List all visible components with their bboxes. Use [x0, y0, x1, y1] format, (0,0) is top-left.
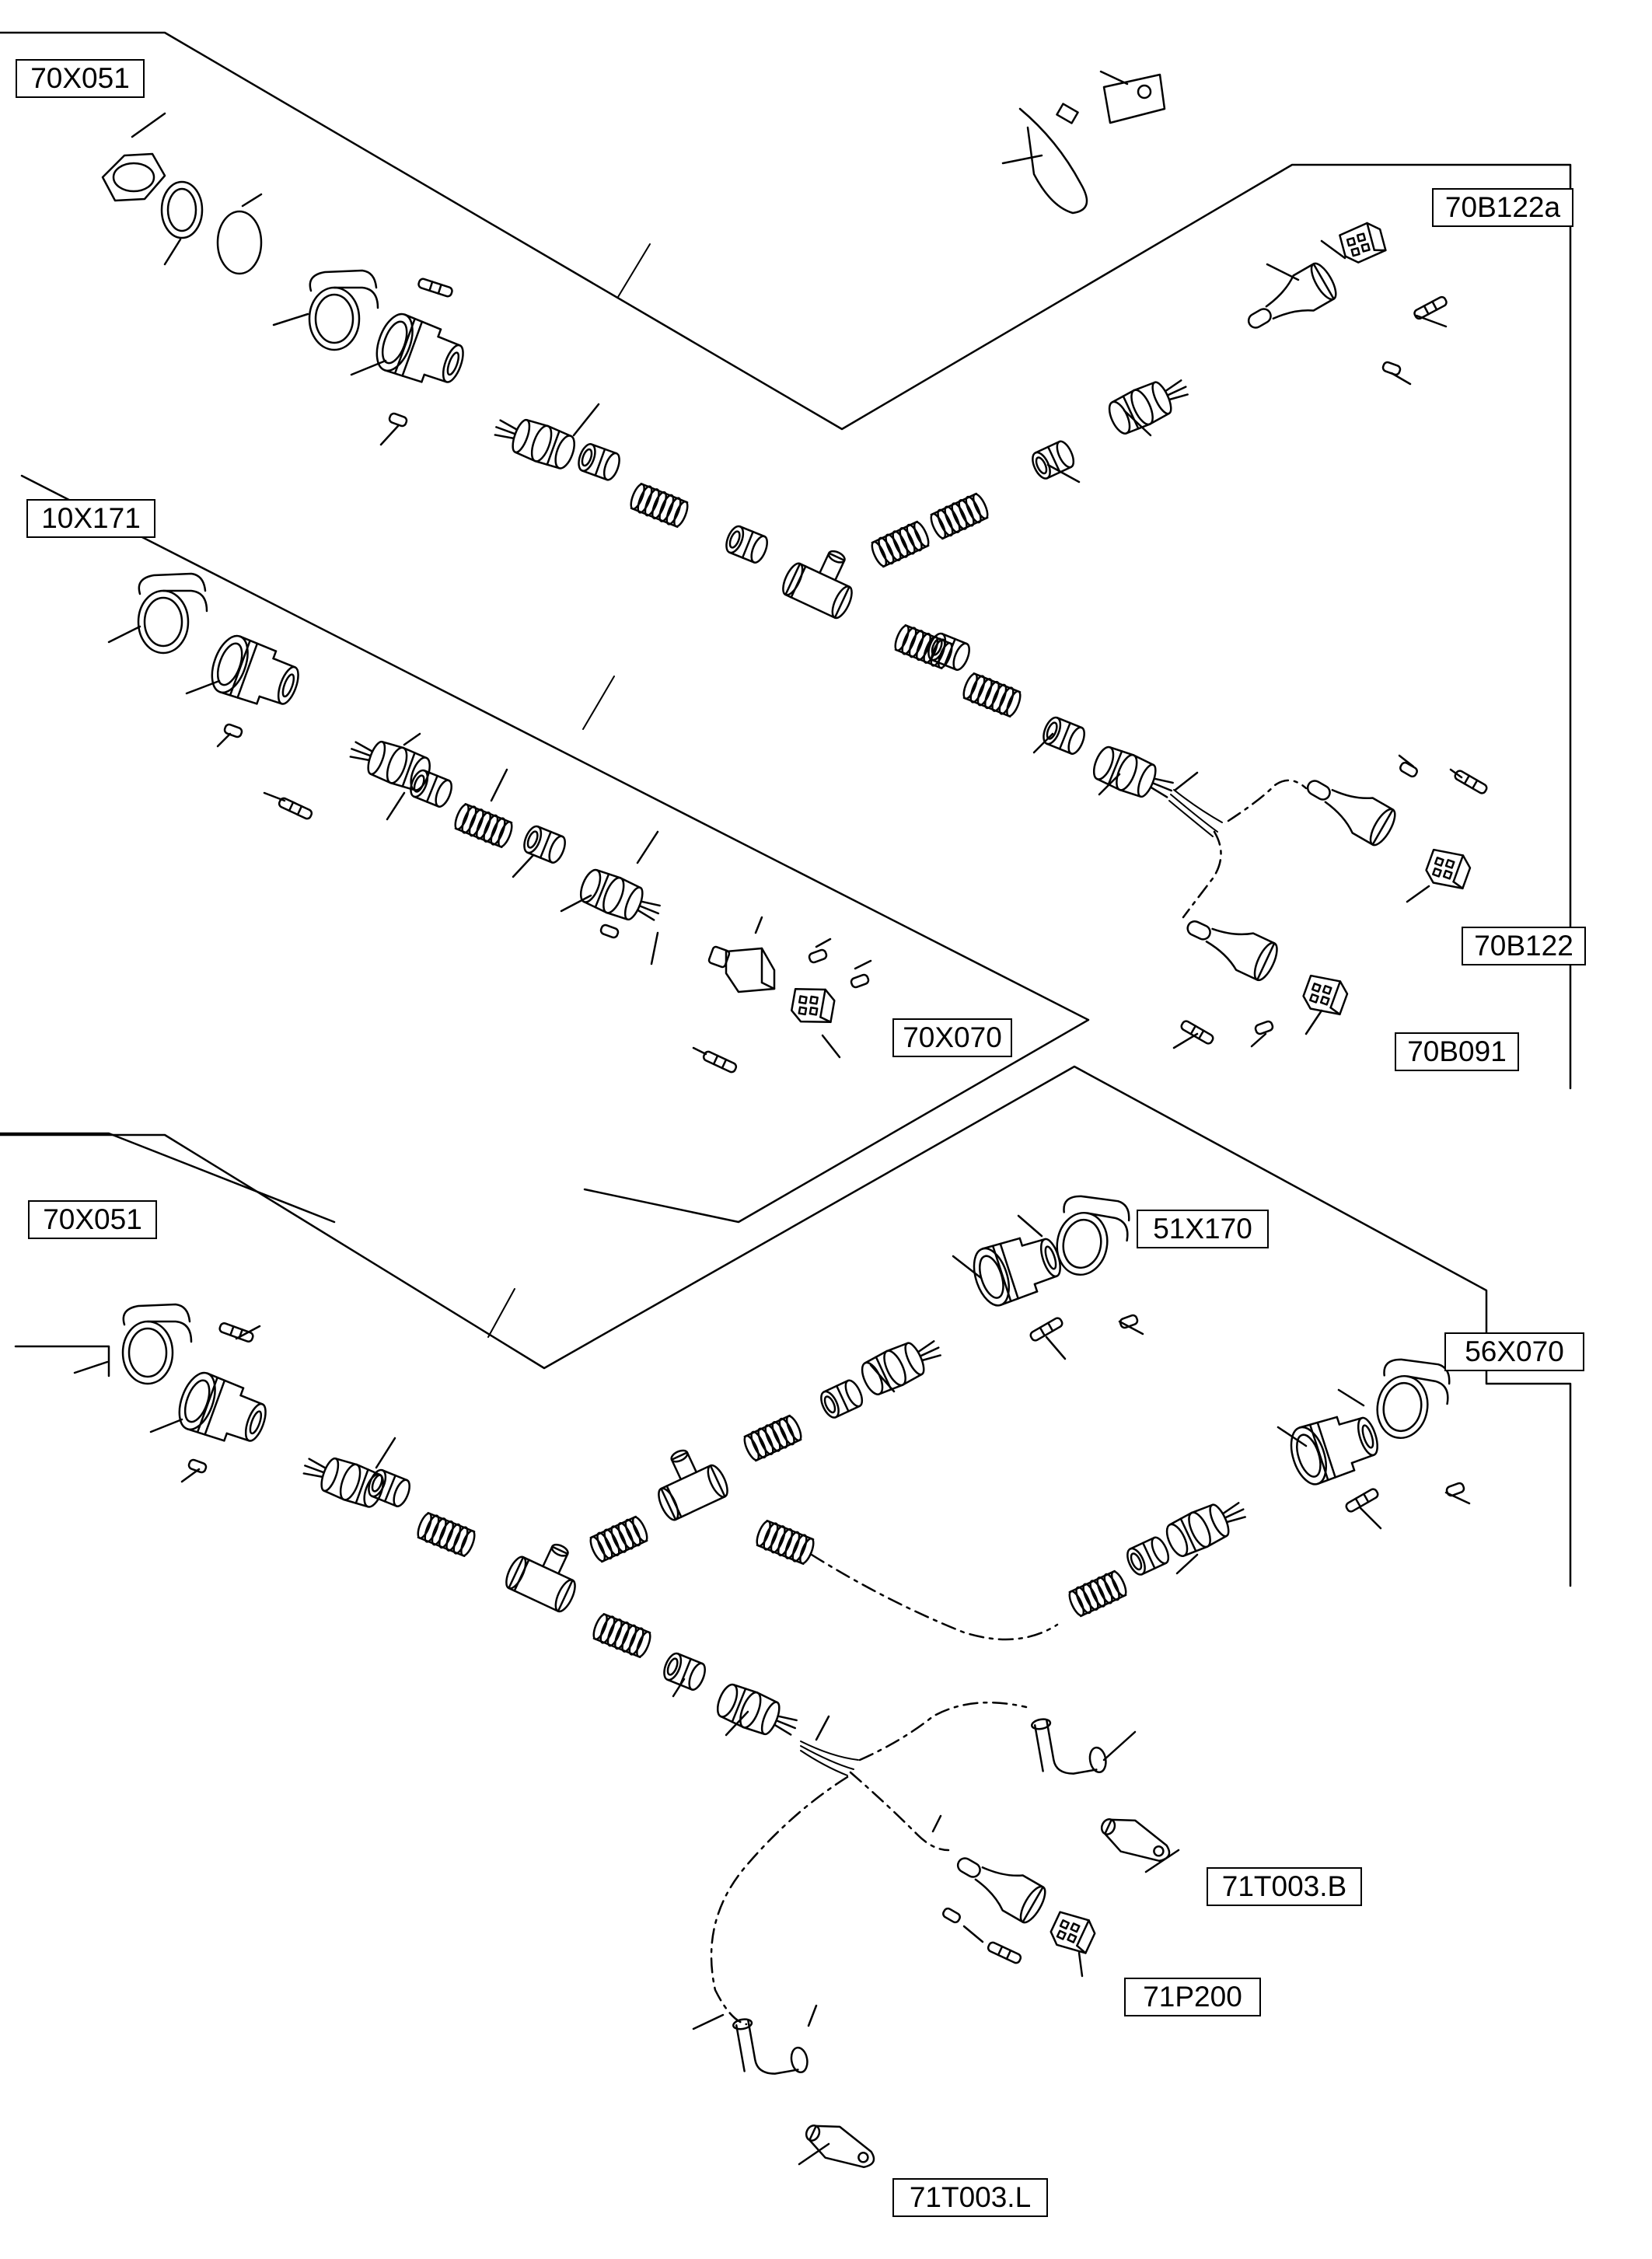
dashed-wires-upper: [1182, 779, 1308, 919]
panel-bottom-outline: [0, 1065, 1572, 1587]
wires-lower: [800, 1741, 859, 1776]
label-56x070: 56X070: [1444, 1332, 1584, 1371]
label-tag: [1099, 70, 1166, 124]
o-ring: [216, 193, 263, 275]
dashed-wires-lower: [710, 1701, 1028, 2026]
label-51x170: 51X170: [1137, 1210, 1269, 1248]
label-71p200: 71P200: [1124, 1978, 1261, 2016]
label-71t003-l: 71T003.L: [892, 2178, 1048, 2217]
label-70x051-top: 70X051: [16, 59, 145, 98]
switch: [707, 916, 776, 993]
leader-lines: [487, 243, 651, 1338]
label-10x171: 10X171: [26, 499, 155, 538]
dashed-wire-56x070: [810, 1553, 1059, 1641]
label-70x070: 70X070: [892, 1018, 1012, 1057]
wires: [1168, 789, 1223, 837]
label-70b122a: 70B122a: [1432, 188, 1573, 227]
washer: [160, 180, 204, 266]
label-71t003-b: 71T003.B: [1207, 1867, 1362, 1906]
label-70x051-bottom: 70X051: [28, 1200, 157, 1239]
label-70b091: 70B091: [1395, 1032, 1519, 1071]
label-70b122: 70B122: [1462, 927, 1586, 965]
cable-tie: [1001, 103, 1088, 215]
nut: [101, 112, 166, 202]
